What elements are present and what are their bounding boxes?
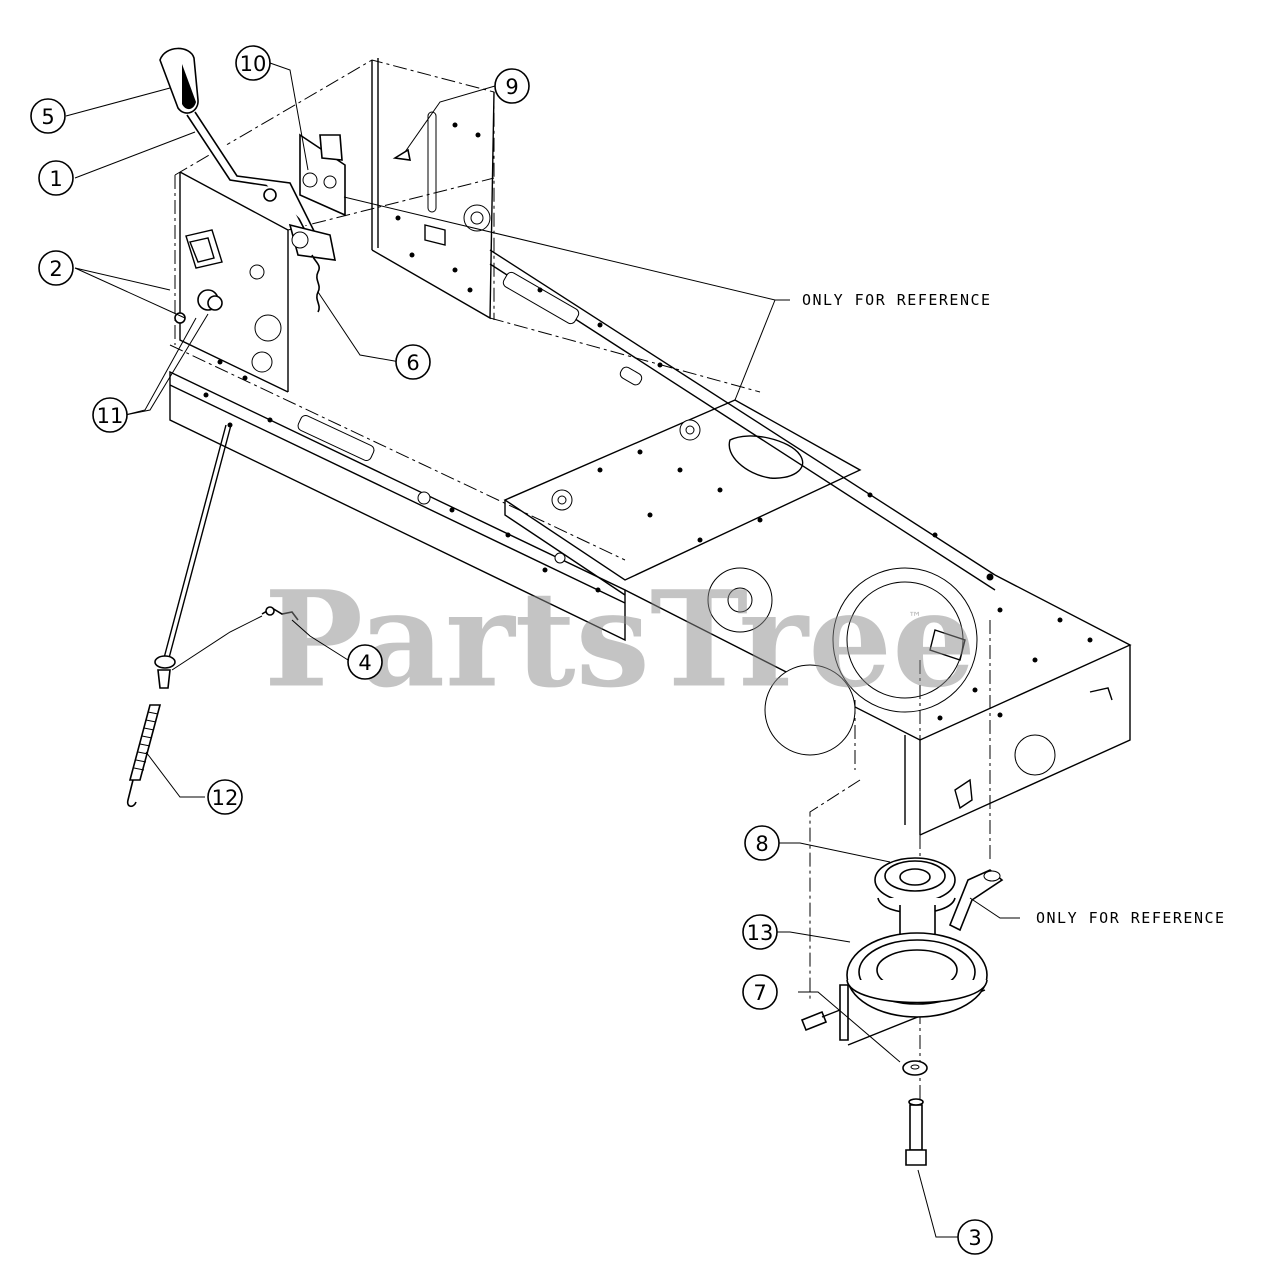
lift-lever-assembly — [126, 47, 412, 808]
hairpin-clip — [261, 606, 299, 621]
callout-5: 5 — [30, 98, 66, 134]
washer — [902, 1060, 928, 1076]
callout-13-label: 13 — [747, 921, 774, 945]
front-plate — [624, 567, 1132, 836]
callout-13: 13 — [742, 914, 778, 950]
callout-leaders — [65, 62, 1020, 1238]
callout-1-label: 1 — [49, 167, 62, 191]
callout-1: 1 — [38, 160, 74, 196]
callout-12-label: 12 — [212, 786, 239, 810]
callout-5-label: 5 — [41, 105, 54, 129]
callout-8: 8 — [744, 825, 780, 861]
callout-6-label: 6 — [406, 351, 419, 375]
callout-12: 12 — [207, 779, 243, 815]
callout-4-label: 4 — [358, 651, 371, 675]
pulley-assembly — [800, 620, 1004, 1166]
lever-rod — [186, 111, 317, 241]
flange-bolt — [800, 1009, 841, 1032]
callout-3: 3 — [957, 1219, 993, 1255]
right-rail — [489, 249, 996, 591]
callout-8-label: 8 — [755, 832, 768, 856]
tractor-frame — [169, 58, 1132, 836]
idler-pulley — [874, 857, 956, 914]
callout-7-label: 7 — [753, 981, 766, 1005]
callout-10: 10 — [235, 45, 271, 81]
extension-spring — [126, 704, 162, 808]
watermark: PartsTree ™ — [264, 563, 976, 718]
left-plate — [174, 171, 495, 393]
callout-10-label: 10 — [240, 52, 267, 76]
callout-2: 2 — [38, 250, 74, 286]
callout-2-label: 2 — [49, 257, 62, 281]
left-rail — [169, 344, 626, 642]
callout-3-label: 3 — [968, 1226, 981, 1250]
callout-11: 11 — [92, 397, 128, 433]
lever-bracket — [288, 133, 346, 313]
watermark-trademark: ™ — [908, 610, 922, 626]
rear-panel — [174, 58, 495, 320]
callout-7: 7 — [742, 974, 778, 1010]
callout-4: 4 — [347, 644, 383, 680]
shoulder-bolt — [905, 1098, 927, 1166]
callout-9-label: 9 — [505, 75, 518, 99]
callout-11-label: 11 — [97, 404, 124, 428]
pivot-hardware — [174, 148, 412, 324]
center-plate — [503, 399, 862, 596]
lift-rod — [154, 424, 232, 689]
lever-handle-grip — [159, 47, 199, 114]
main-pulley — [846, 932, 988, 1018]
reference-note-bracket: ONLY FOR REFERENCE — [1036, 909, 1226, 927]
watermark-text: PartsTree — [264, 563, 976, 718]
callout-9: 9 — [494, 68, 530, 104]
reference-note-frame: ONLY FOR REFERENCE — [802, 291, 992, 309]
callout-6: 6 — [395, 344, 431, 380]
